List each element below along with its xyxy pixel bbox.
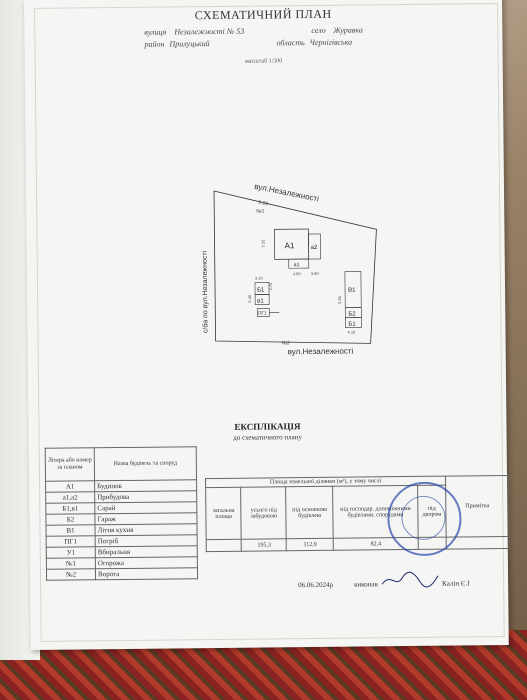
district-label: район — [144, 39, 165, 49]
row-code: В1 — [46, 524, 96, 537]
region-value: Чернігівська — [309, 37, 353, 48]
site-plan-diagram: вул.Незалежності 9.20 №1 вул.Незалежност… — [201, 182, 377, 357]
row-code: а1,а2 — [45, 491, 95, 504]
signature — [381, 571, 439, 588]
building-b1-left-label: Б1 — [257, 287, 265, 293]
cellar-pg1-label: ПГ1 — [258, 310, 267, 315]
plot-boundary — [213, 190, 377, 344]
extension-a1 — [288, 258, 310, 269]
dim-a1-width: 4.60 — [293, 271, 302, 276]
building-a1-label: А1 — [285, 241, 295, 250]
row-code: ПГ1 — [46, 535, 96, 548]
building-b2-right-label: Б2 — [348, 312, 356, 318]
row-code: А1 — [45, 480, 95, 493]
street-value: Незалежності № 53 — [174, 26, 245, 37]
row-code: Б1,в1 — [45, 502, 95, 515]
extension-a2-label: а2 — [311, 245, 318, 251]
top-dimension: 9.20 — [258, 200, 269, 208]
stamp-inner-ring — [401, 495, 446, 541]
street-left-label: с/ба по вул.Незалежності — [201, 250, 210, 333]
row-name: Ворота — [95, 567, 198, 580]
village-value: Журавка — [333, 25, 363, 35]
dim-a1-width2: 3.80 — [311, 271, 320, 276]
extension-a2 — [308, 233, 322, 260]
explication-header-row: Літера або номер за планом Назва будівел… — [45, 446, 197, 482]
footer-name: Калін Є.І — [442, 579, 470, 588]
region-label: область — [276, 38, 305, 48]
val-main-building: 112,9 — [286, 538, 334, 551]
col-name-header: Назва будівель та споруд — [94, 446, 197, 481]
col-built: усього під забудовою — [241, 486, 287, 540]
explication-table: Літера або номер за планом Назва будівел… — [45, 446, 198, 581]
col-total: загальна площа — [205, 487, 242, 540]
footer-role: виконав — [354, 580, 378, 589]
dim-b1: 3.10 — [255, 276, 264, 281]
fence-tag: №1 — [256, 208, 264, 214]
dim-right-height: 5.50 — [337, 295, 342, 304]
dim-b1-height: 5.40 — [247, 294, 252, 303]
building-v1-left — [254, 294, 270, 305]
gate-tag: №2 — [282, 340, 290, 346]
street-bottom-label: вул.Незалежності — [288, 347, 354, 357]
village-label: село — [311, 25, 326, 35]
row-code: У1 — [46, 546, 96, 559]
col-main-building: під основною будівлею — [286, 486, 334, 539]
official-stamp — [387, 481, 462, 557]
area-table: Площа земельної ділянки (м²), у тому чис… — [205, 475, 510, 552]
extension-a1-label: а1 — [294, 262, 300, 268]
building-v1-right-label: В1 — [348, 288, 356, 294]
document-sheet: СХЕМАТИЧНИЙ ПЛАН вулиця Незалежності № 5… — [24, 0, 510, 650]
row-code: №1 — [46, 557, 96, 570]
dim-b1-width: 2.70 — [268, 282, 273, 291]
footer-date: 06.06.2024р — [298, 580, 334, 590]
col-letter-header: Літера або номер за планом — [45, 447, 95, 482]
dim-a1-height: 7.20 — [261, 239, 266, 248]
district-value: Прилуцький — [169, 39, 210, 49]
val-total — [206, 539, 242, 552]
building-b1-right-label: Б1 — [348, 322, 356, 328]
row-code: Б2 — [45, 513, 95, 526]
row-code: №2 — [46, 568, 96, 581]
street-label: вулиця — [144, 27, 167, 37]
val-built: 195,3 — [241, 538, 287, 552]
building-b1-right — [345, 317, 362, 328]
dim-right-width: 4.10 — [347, 330, 356, 335]
building-v1-left-label: в1 — [257, 298, 264, 304]
